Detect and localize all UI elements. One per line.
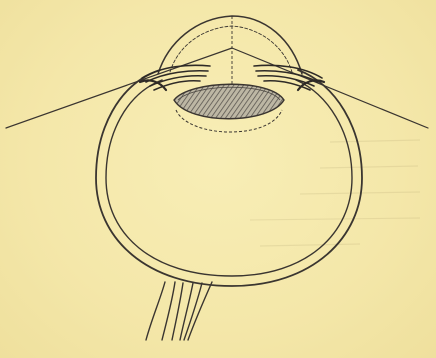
bleed-through-text [250, 140, 420, 246]
ciliary-body-left [140, 65, 210, 90]
optic-nerve [146, 282, 212, 340]
lens [174, 84, 284, 119]
